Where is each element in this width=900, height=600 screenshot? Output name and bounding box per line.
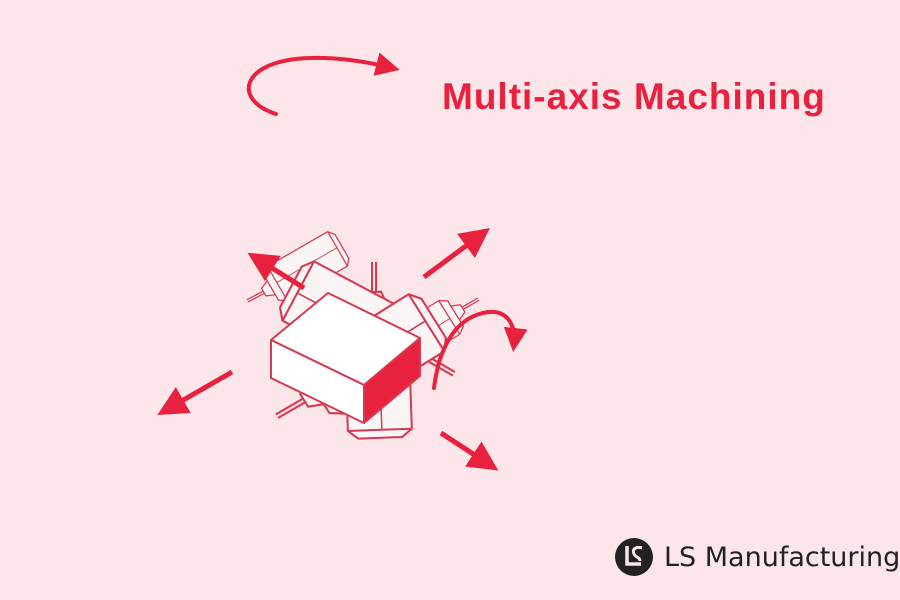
page-title: Multi-axis Machining bbox=[442, 76, 826, 117]
direction-arrow-icon bbox=[157, 369, 234, 415]
ls-logo-icon bbox=[615, 538, 653, 576]
rotation-arrow-icon bbox=[246, 52, 400, 116]
rotation-arrow-icon bbox=[432, 309, 528, 390]
brand-name: LS Manufacturing bbox=[664, 541, 900, 573]
brand-logo: LS Manufacturing bbox=[614, 537, 900, 577]
direction-arrow-icon bbox=[439, 430, 499, 471]
workpiece-block-icon bbox=[270, 292, 421, 424]
direction-arrow-icon bbox=[422, 228, 491, 280]
direction-arrow-icon bbox=[247, 252, 306, 291]
